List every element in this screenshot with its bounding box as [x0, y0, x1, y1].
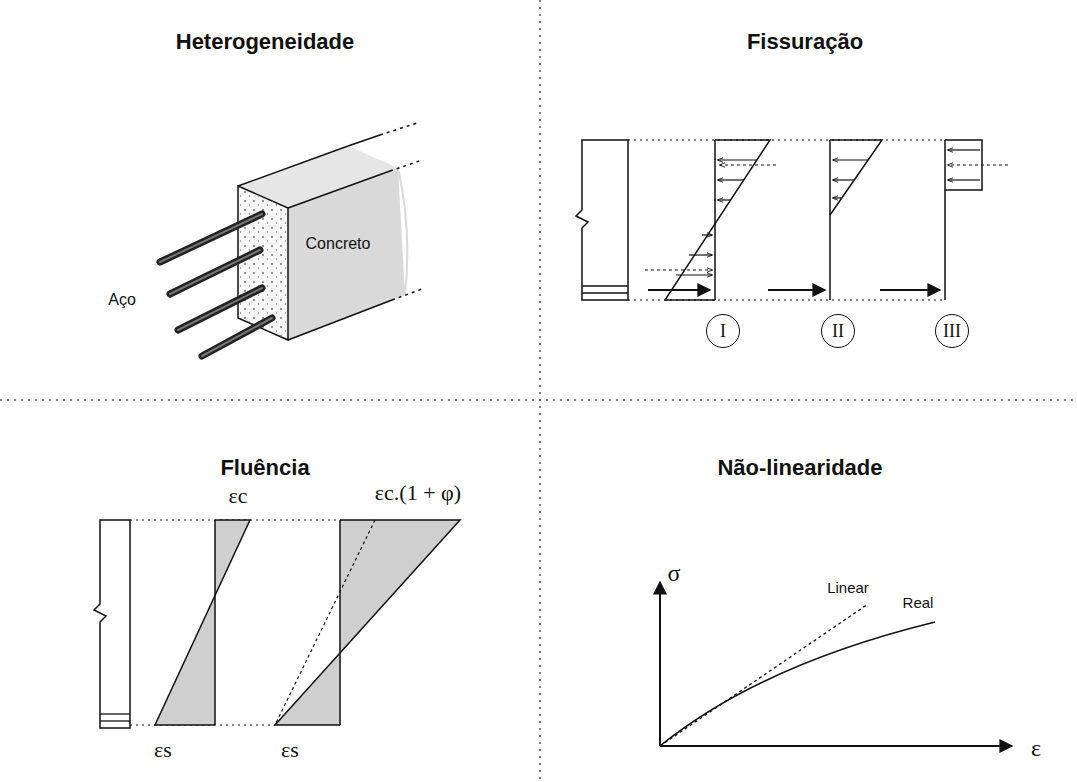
separator — [539, 0, 541, 782]
material-label: Aço — [108, 291, 136, 309]
panel-title: Fissuração — [747, 30, 863, 54]
stage-number: II — [832, 321, 844, 342]
strain-label: εs — [281, 738, 299, 762]
stage-circle: II — [821, 314, 855, 348]
cracking-diagram — [576, 140, 1008, 300]
stage-circle: III — [935, 314, 969, 348]
beam-block — [238, 122, 422, 340]
strain-label: εc.(1 + φ) — [375, 481, 461, 505]
material-label: Concreto — [306, 235, 371, 253]
separator — [0, 399, 1077, 401]
stage-number: I — [720, 321, 726, 342]
creep-diagram — [94, 520, 460, 728]
stage-number: III — [943, 321, 961, 342]
curve-label: Real — [903, 595, 934, 612]
axis-label: σ — [668, 560, 681, 586]
axis-label: ε — [1031, 735, 1041, 761]
panel-title: Fluência — [220, 456, 309, 480]
steel-bars — [160, 214, 272, 356]
strain-label: εs — [154, 738, 172, 762]
stage-circle: I — [706, 314, 740, 348]
panel-title: Não-linearidade — [717, 456, 882, 480]
strain-label: εc — [228, 484, 247, 508]
curve-label: Linear — [827, 580, 869, 597]
panel-title: Heterogeneidade — [176, 30, 355, 54]
stress-strain-graph — [660, 582, 1012, 746]
